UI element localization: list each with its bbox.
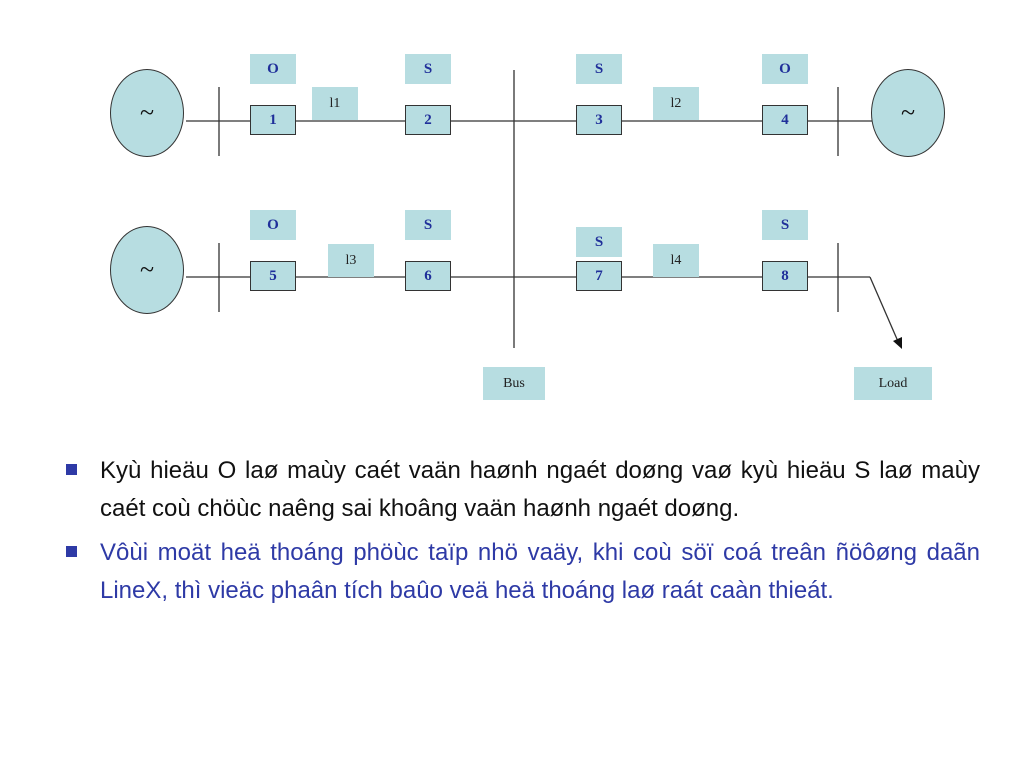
generator-symbol: ~: [139, 255, 155, 284]
generator-symbol: ~: [139, 98, 155, 127]
load-arrowhead: [893, 337, 902, 349]
bullet-square-icon: [66, 546, 77, 557]
status-label: O: [250, 210, 296, 240]
bullet-item: Vôùi moät heä thoáng phöùc taïp nhö vaäy…: [64, 534, 980, 610]
breaker-box: 5: [250, 261, 296, 291]
status-label: S: [405, 210, 451, 240]
breaker-box: 2: [405, 105, 451, 135]
bullet-text: Vôùi moät heä thoáng phöùc taïp nhö vaäy…: [100, 539, 980, 604]
breaker-box: 7: [576, 261, 622, 291]
status-label: S: [576, 227, 622, 257]
bullet-text: Kyù hieäu O laø maùy caét vaän haønh nga…: [100, 457, 980, 522]
load-arrow: [869, 276, 901, 347]
status-label: O: [762, 54, 808, 84]
generator-top-left: ~: [110, 69, 184, 157]
line-label: l1: [312, 87, 358, 120]
protection-diagram: ~ ~ ~ O S S O O S S S 1 2 3 4 5 6 7 8 l1…: [110, 54, 945, 400]
generator-symbol: ~: [900, 98, 916, 127]
breaker-box: 6: [405, 261, 451, 291]
generator-bottom-left: ~: [110, 226, 184, 314]
status-label: S: [762, 210, 808, 240]
breaker-box: 4: [762, 105, 808, 135]
line-label: l2: [653, 87, 699, 120]
bullet-list: Kyù hieäu O laø maùy caét vaän haønh nga…: [64, 452, 980, 616]
generator-top-right: ~: [871, 69, 945, 157]
breaker-box: 1: [250, 105, 296, 135]
status-label: S: [405, 54, 451, 84]
line-label: l3: [328, 244, 374, 277]
breaker-box: 8: [762, 261, 808, 291]
line-label: l4: [653, 244, 699, 277]
status-label: O: [250, 54, 296, 84]
status-label: S: [576, 54, 622, 84]
bullet-square-icon: [66, 464, 77, 475]
bullet-item: Kyù hieäu O laø maùy caét vaän haønh nga…: [64, 452, 980, 528]
breaker-box: 3: [576, 105, 622, 135]
bus-label: Bus: [483, 367, 545, 400]
load-label: Load: [854, 367, 932, 400]
diagram-wires: [186, 70, 902, 349]
